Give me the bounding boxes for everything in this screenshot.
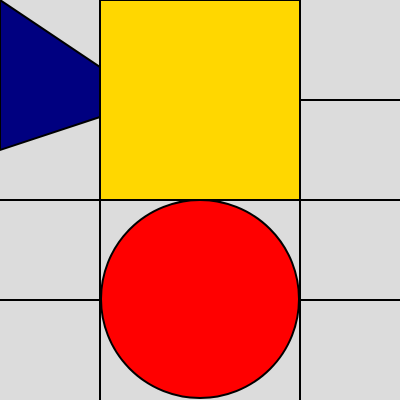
red-circle — [100, 199, 300, 399]
yellow-square — [99, 0, 301, 201]
